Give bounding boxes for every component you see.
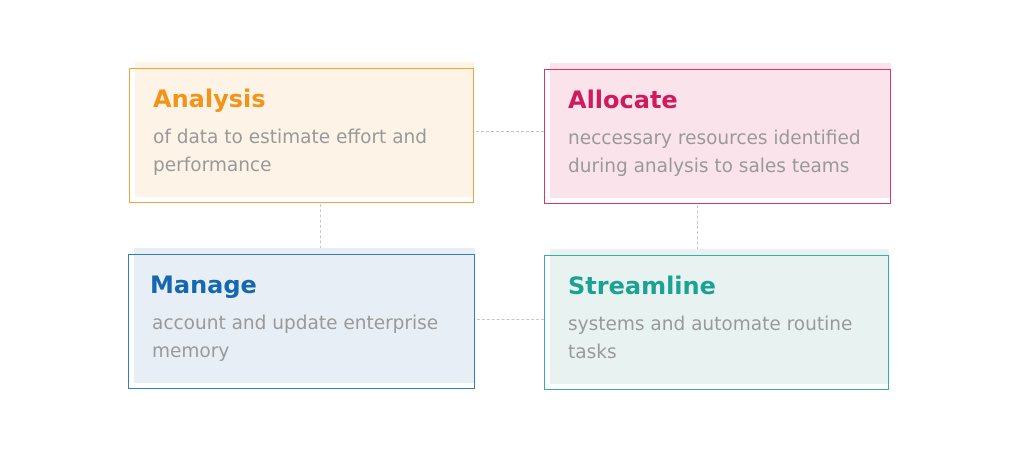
card-streamline: Streamline systems and automate routine … xyxy=(544,249,889,390)
card-allocate-fill xyxy=(550,63,891,198)
card-analysis-border xyxy=(129,68,474,203)
connector-allocate-streamline xyxy=(697,205,698,255)
card-streamline-title: Streamline xyxy=(568,272,716,300)
card-manage-description: account and update enterprise memory xyxy=(152,313,439,362)
card-allocate-border xyxy=(544,69,891,204)
card-manage: Manage account and update enterprise mem… xyxy=(128,248,475,389)
card-streamline-description: systems and automate routine tasks xyxy=(568,314,853,363)
card-allocate-title: Allocate xyxy=(568,86,678,114)
card-streamline-fill xyxy=(550,249,889,384)
card-streamline-border xyxy=(544,255,889,390)
card-analysis-fill xyxy=(135,62,474,197)
card-analysis-title: Analysis xyxy=(153,85,266,113)
card-analysis-description: of data to estimate effort and performan… xyxy=(153,127,427,176)
connector-analysis-manage xyxy=(320,204,321,254)
card-analysis: Analysis of data to estimate effort and … xyxy=(129,62,474,203)
card-manage-fill xyxy=(134,248,475,383)
card-manage-border xyxy=(128,254,475,389)
card-allocate-description: neccessary resources identified during a… xyxy=(568,128,861,177)
connector-manage-streamline xyxy=(477,319,544,320)
connector-analysis-allocate xyxy=(476,131,544,132)
card-allocate: Allocate neccessary resources identified… xyxy=(544,63,891,204)
card-manage-title: Manage xyxy=(150,271,257,299)
